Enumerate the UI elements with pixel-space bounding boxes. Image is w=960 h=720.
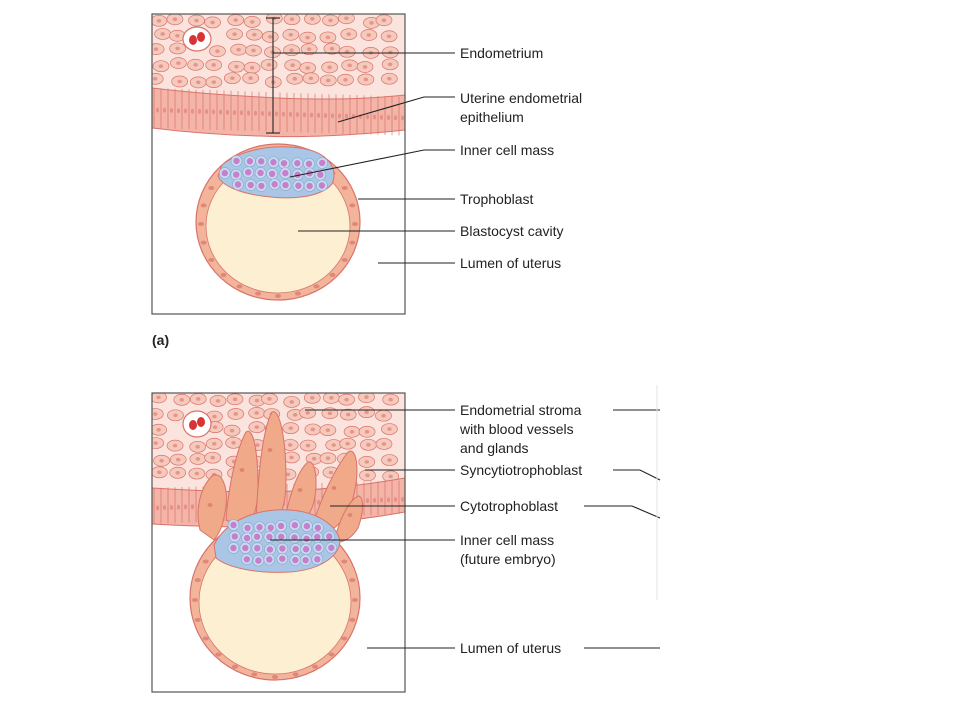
label-epithelium-line1: Uterine endometrial [460, 90, 582, 106]
panel-a-frame [151, 13, 406, 315]
label-cytotrophoblast: Cytotrophoblast [460, 498, 558, 514]
panel-b-frame [151, 392, 406, 693]
panel-a-endometrium-bracket [266, 17, 280, 134]
panel-a-blood-vessel [182, 26, 212, 52]
panel-b-syncytio-nuclei [207, 448, 353, 517]
panel-b-leader-lines [270, 385, 661, 649]
label-stroma-line1: Endometrial stroma [460, 402, 582, 418]
panel-b-inner-cell-mass-cells [227, 519, 338, 567]
label-lumen-b: Lumen of uterus [460, 640, 561, 656]
panel-b-blastocyst [189, 411, 363, 681]
label-syncytiotrophoblast: Syncytiotrophoblast [460, 462, 582, 478]
label-endometrium: Endometrium [460, 45, 543, 61]
panel-b-blood-vessel [182, 410, 212, 438]
label-inner-mass-b-line1: Inner cell mass [460, 532, 554, 548]
panel-a-epithelium-cells [153, 88, 405, 136]
label-trophoblast: Trophoblast [460, 191, 534, 207]
panel-a-tag: (a) [152, 332, 169, 348]
label-lumen-a: Lumen of uterus [460, 255, 561, 271]
panel-a: Endometrium Uterine endometrial epitheli… [151, 13, 582, 348]
label-blastocyst-cavity: Blastocyst cavity [460, 223, 563, 239]
panel-a-blastocyst [195, 143, 361, 301]
panel-b: Endometrial stroma with blood vessels an… [151, 385, 661, 693]
label-stroma-line2: with blood vessels [459, 421, 574, 437]
panel-a-inner-cell-mass-cells [219, 155, 328, 192]
label-inner-cell-mass: Inner cell mass [460, 142, 554, 158]
label-inner-mass-b-line2: (future embryo) [460, 551, 556, 567]
label-epithelium-line2: epithelium [460, 109, 524, 125]
panel-a-epithelium-band [152, 87, 405, 138]
panel-b-syncytiotrophoblast [197, 411, 363, 543]
panel-a-leader-lines [273, 52, 455, 264]
label-stroma-line3: and glands [460, 440, 529, 456]
